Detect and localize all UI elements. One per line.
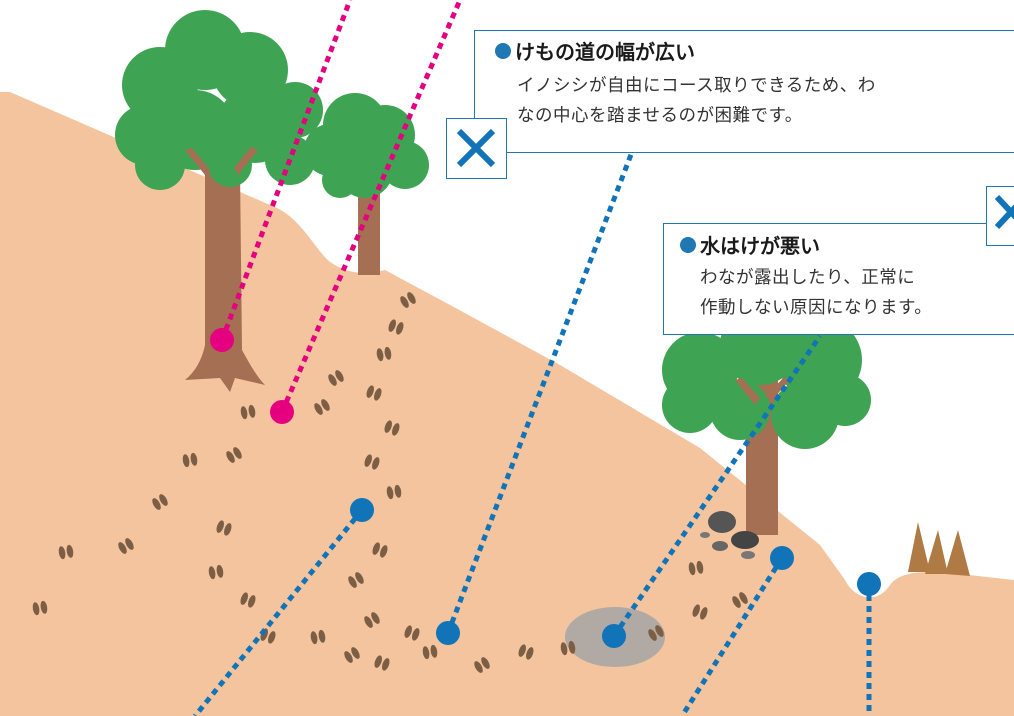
pink-marker-2: [270, 400, 294, 424]
footprint: [226, 447, 242, 463]
leader-lines: [193, 0, 872, 716]
cross-mark: [986, 186, 1014, 246]
footprint: [374, 655, 390, 671]
footprint: [152, 494, 168, 510]
footprint: [422, 644, 438, 660]
footprint: [366, 385, 382, 401]
footprint: [240, 592, 256, 608]
blue-marker-4: [770, 546, 794, 570]
callout-wide-path: けもの道の幅が広い イノシシが自由にコース取りできるため、わ なの中心を踏ませる…: [474, 30, 1014, 153]
blue-marker-3: [602, 624, 626, 648]
footprint: [328, 370, 344, 386]
footprint: [648, 625, 664, 641]
cross-mark: [446, 118, 507, 179]
hillside-ground: [0, 92, 1014, 716]
footprint: [372, 542, 388, 558]
footprint: [344, 647, 360, 663]
callout-body-line-1: イノシシが自由にコース取りできるため、わ: [517, 76, 876, 96]
footprint: [182, 452, 198, 468]
footprint: [348, 572, 364, 588]
footprint: [474, 657, 490, 673]
boar-footprints: [32, 292, 748, 673]
blue-leader-3: [611, 334, 823, 638]
tree-small: [304, 93, 429, 275]
footprint: [208, 564, 224, 580]
footprint: [216, 520, 232, 536]
pink-leader-1: [219, 0, 353, 341]
pink-leader-2: [279, 0, 463, 413]
footprint: [560, 640, 576, 656]
pink-marker-1: [210, 328, 234, 352]
footprint: [58, 544, 74, 560]
callout-title: けもの道の幅が広い: [495, 36, 1014, 65]
rocks: [700, 511, 759, 559]
blue-marker-5: [857, 572, 881, 596]
footprint: [240, 404, 256, 420]
blue-leader-4: [679, 556, 785, 716]
footprint: [404, 625, 420, 641]
blue-leader-2: [445, 151, 635, 634]
bullet-dot: [680, 236, 696, 253]
blue-leader-1: [193, 508, 364, 716]
bullet-dot: [495, 42, 511, 59]
footprint: [364, 612, 380, 628]
footprint: [364, 454, 380, 470]
callout-body-line-1: わなが露出したり、正常に: [700, 268, 916, 288]
footprint: [688, 560, 704, 576]
cross-icon: [994, 194, 1014, 230]
footprint: [518, 644, 534, 660]
footprint: [732, 592, 748, 608]
blue-marker-1: [350, 498, 374, 522]
footprint: [118, 538, 134, 554]
footprint: [314, 399, 330, 415]
marker-dots: [210, 328, 881, 648]
cross-icon: [456, 128, 496, 168]
footprint: [310, 629, 326, 645]
callout-title: 水はけが悪い: [680, 230, 1014, 259]
callout-body-line-2: なの中心を踏ませるのが困難です。: [517, 106, 803, 126]
footprint: [386, 484, 402, 500]
footprint: [384, 420, 400, 436]
blue-marker-2: [436, 621, 460, 645]
bamboo-shoots: [908, 522, 970, 576]
footprint: [400, 292, 416, 308]
footprint: [692, 604, 708, 620]
footprint: [376, 346, 392, 362]
tree-large: [115, 10, 323, 392]
footprint: [32, 600, 48, 616]
callout-poor-drainage: 水はけが悪い わなが露出したり、正常に 作動しない原因になります。: [663, 223, 1014, 335]
footprint: [388, 319, 404, 335]
callout-body-line-2: 作動しない原因になります。: [700, 298, 933, 318]
